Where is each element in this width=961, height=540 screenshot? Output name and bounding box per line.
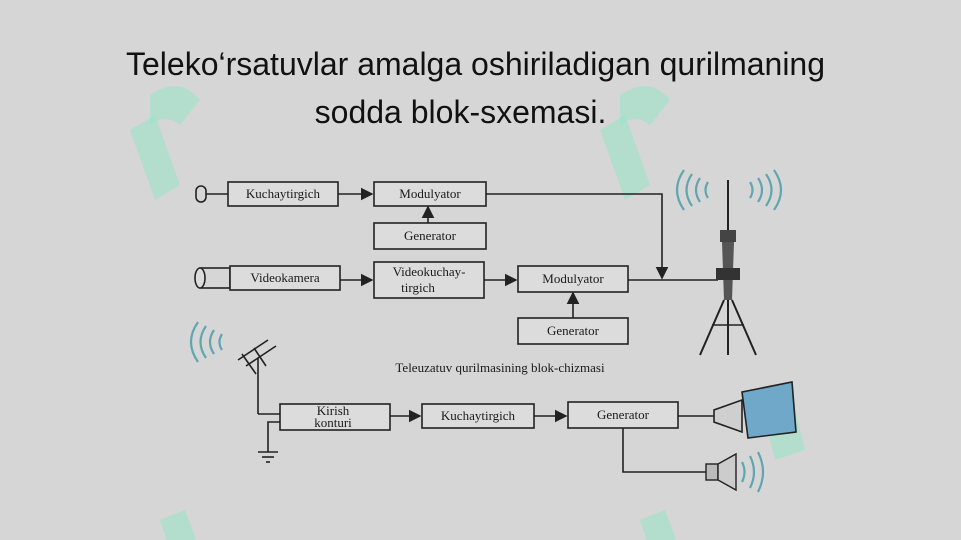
wire bbox=[622, 428, 706, 473]
title-line-2: sodda blok-sxemasi. bbox=[314, 94, 607, 130]
receiver-generator-box bbox=[567, 401, 679, 429]
video-amplifier-label-2: tirgich bbox=[401, 280, 435, 295]
picture-tube-icon bbox=[713, 381, 797, 439]
audio-amplifier-label: Kuchaytirgich bbox=[246, 186, 321, 201]
video-amplifier-box bbox=[373, 261, 485, 299]
microphone-icon bbox=[195, 185, 228, 203]
title-line-1: Teleko‘rsatuvlar amalga oshiriladigan qu… bbox=[125, 46, 826, 82]
video-amplifier-label-1: Videokuchay- bbox=[393, 264, 466, 279]
audio-generator-label: Generator bbox=[404, 228, 457, 243]
ground-icon bbox=[258, 451, 278, 463]
video-modulator-label: Modulyator bbox=[542, 271, 604, 286]
input-circuit-box bbox=[279, 403, 391, 431]
receiving-antenna-icon bbox=[237, 339, 277, 414]
input-circuit-label-2: konturi bbox=[314, 415, 352, 430]
radio-waves-icon bbox=[189, 321, 223, 363]
receiver-amplifier-label: Kuchaytirgich bbox=[441, 408, 516, 423]
receiver-generator-label: Generator bbox=[597, 407, 650, 422]
audio-amplifier-box bbox=[227, 181, 339, 207]
radio-waves-icon bbox=[675, 169, 783, 211]
loudspeaker-icon bbox=[705, 451, 765, 493]
receiver-amplifier-box bbox=[421, 403, 535, 429]
audio-generator-box bbox=[373, 222, 487, 250]
wire bbox=[267, 421, 280, 452]
tv-tower-icon bbox=[699, 180, 757, 356]
audio-modulator-label: Modulyator bbox=[399, 186, 461, 201]
diagram-caption: Teleuzatuv qurilmasining blok-chizmasi bbox=[395, 360, 605, 375]
input-circuit-label-1: Kirish bbox=[317, 403, 350, 418]
video-camera-box bbox=[229, 265, 341, 291]
video-generator-label: Generator bbox=[547, 323, 600, 338]
video-camera-icon bbox=[194, 267, 231, 289]
wire bbox=[486, 193, 669, 280]
video-camera-label: Videokamera bbox=[250, 270, 319, 285]
